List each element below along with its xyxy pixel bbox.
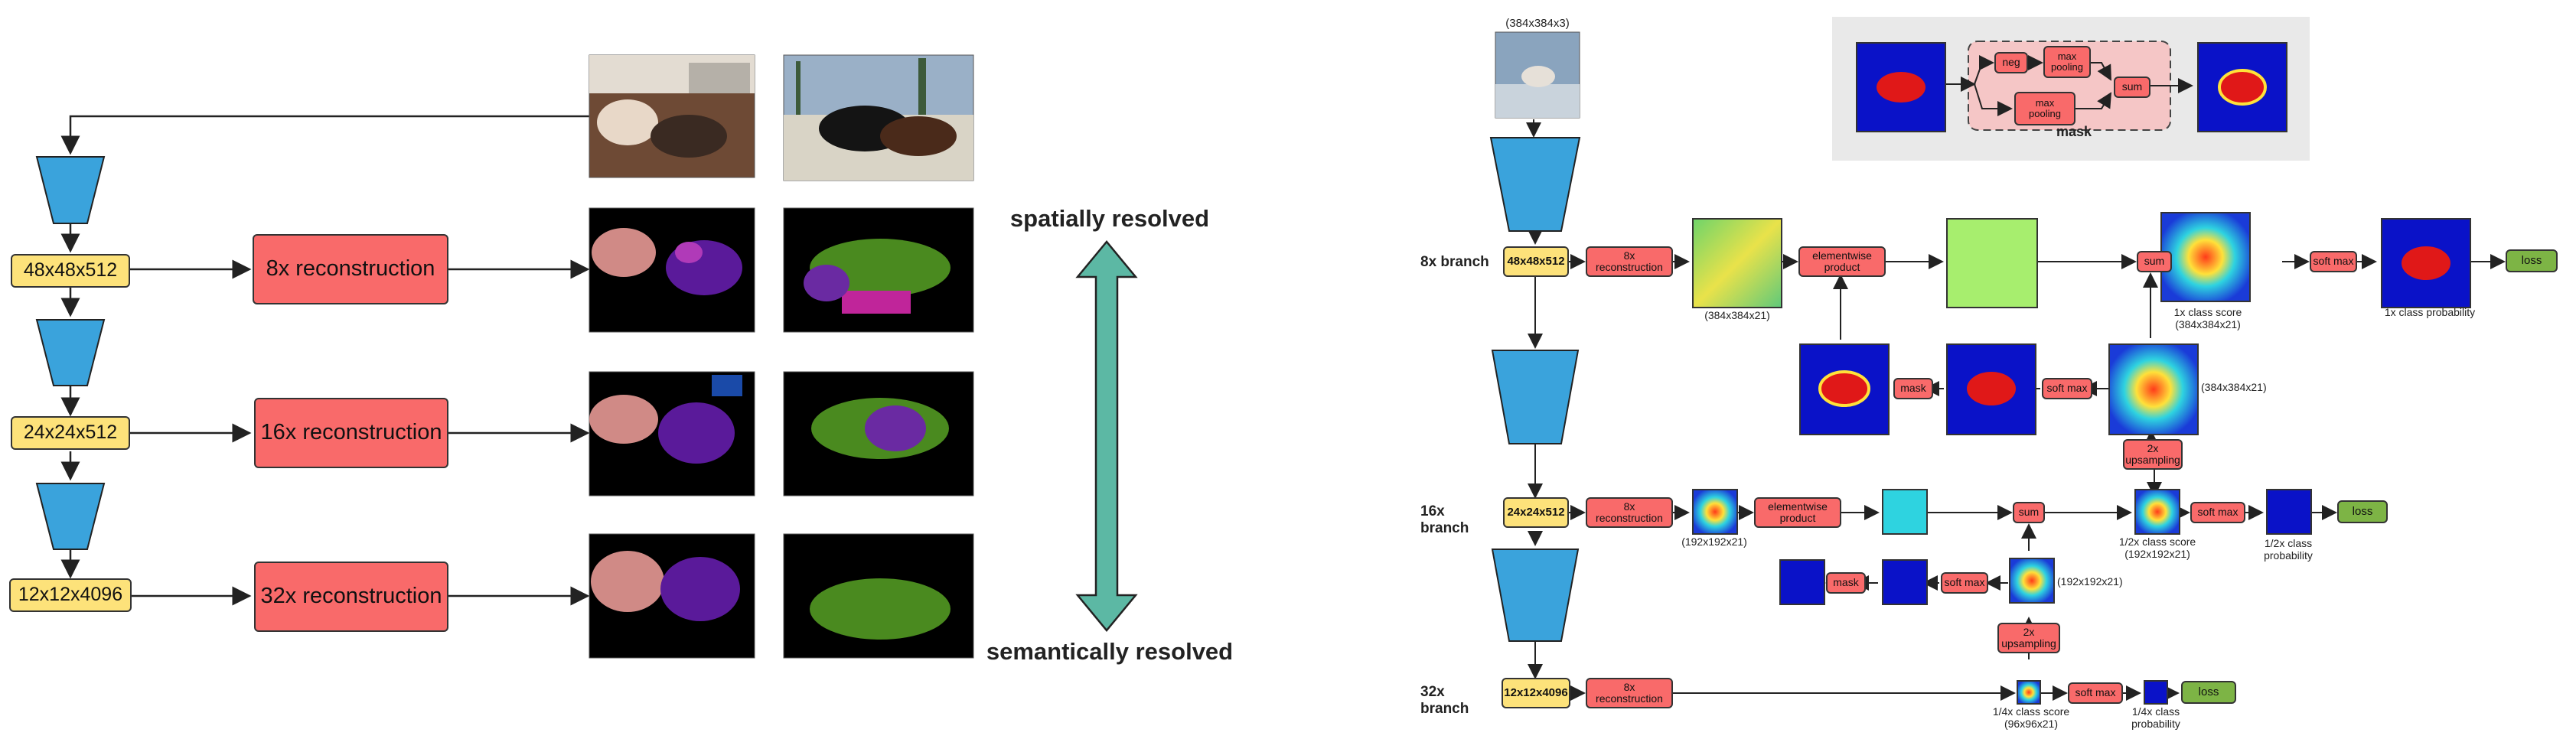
reconstruction-8x-branch-16x: 8x reconstruction (1586, 497, 1673, 528)
score-quarter-map (2017, 680, 2041, 705)
upsampling-8x: 2x upsampling (2123, 439, 2183, 470)
softmax-16x-output: soft max (2190, 502, 2245, 523)
score-half-map (2134, 489, 2180, 535)
masked-16x-map (1779, 559, 1825, 605)
right-input-photo (1495, 31, 1580, 119)
elementwise-product-16x: elementwise product (1754, 497, 1841, 528)
sum-mask: sum (2114, 77, 2150, 98)
reconstruction-32x: 32x reconstruction (254, 562, 448, 632)
right-encoder-3 (1491, 549, 1580, 642)
seg-32x-dogs (589, 533, 755, 659)
seg-8x-dogs (589, 207, 755, 333)
prob-quarter-label: 1/4x class probability (2131, 705, 2180, 730)
input-size-label: (384x384x3) (1505, 17, 1570, 30)
input-photo-cows (783, 54, 974, 181)
reconstruction-8x-branch-8x: 8x reconstruction (1586, 246, 1673, 277)
seg-8x-cows (783, 207, 974, 333)
branch-label-16x: 16x branch (1420, 503, 1469, 536)
spatially-resolved-label: spatially resolved (1009, 205, 1210, 232)
size-label-upsampled-8x: (384x384x21) (2201, 381, 2267, 393)
softmax-16x-mask: soft max (1941, 572, 1988, 594)
right-encoder-1 (1489, 137, 1581, 232)
mask-panel-label: mask (2056, 124, 2092, 139)
prob-1x-label: 1x class probability (2384, 306, 2476, 318)
upsampled-16x-map (2009, 558, 2055, 604)
softmax-16x-map (1882, 559, 1928, 605)
score-quarter-label: 1/4x class score (96x96x21) (1992, 705, 2070, 730)
size-label-8x-recon: (384x384x21) (1704, 309, 1770, 321)
score-1x-label: 1x class score (384x384x21) (2173, 306, 2242, 330)
neg-op: neg (1994, 52, 2028, 73)
input-feed-arrow (60, 115, 589, 155)
upsampled-8x-map (2108, 343, 2199, 435)
semantically-resolved-label: semantically resolved (986, 638, 1234, 665)
max-pooling-top: max pooling (2043, 46, 2091, 78)
loss-8x: loss (2506, 249, 2558, 272)
reconstruction-16x: 16x reconstruction (254, 398, 448, 468)
recon-8x-map (1692, 218, 1782, 308)
feature-box-48x48x512: 48x48x512 (11, 254, 130, 288)
encoder-block-3 (35, 483, 106, 550)
branch-label-32x: 32x branch (1420, 684, 1469, 717)
branch-label-8x: 8x branch (1420, 254, 1489, 270)
feature-box-24x24x512: 24x24x512 (11, 416, 130, 450)
prob-quarter-map (2144, 680, 2168, 705)
right-feature-12x12x4096: 12x12x4096 (1502, 678, 1570, 708)
left-panel (60, 115, 590, 606)
mask-op-16x: mask (1826, 572, 1866, 594)
right-score-maps (1692, 42, 2471, 705)
input-photo-dogs (589, 54, 755, 178)
max-pooling-bottom: max pooling (2014, 92, 2075, 125)
recon-16x-map (1692, 489, 1738, 535)
product-16x-map (1882, 489, 1928, 535)
score-half-label: 1/2x class score (192x192x21) (2118, 536, 2196, 560)
softmax-32x-output: soft max (2068, 682, 2123, 704)
feature-box-12x12x4096: 12x12x4096 (9, 578, 132, 612)
encoder-block-2 (35, 319, 106, 386)
elementwise-product-8x: elementwise product (1798, 246, 1886, 277)
reconstruction-8x: 8x reconstruction (253, 234, 448, 304)
softmax-8x-output: soft max (2310, 251, 2357, 272)
loss-32x: loss (2181, 681, 2236, 704)
size-label-16x-recon: (192x192x21) (1681, 536, 1747, 548)
resolution-arrow (1075, 240, 1138, 632)
right-encoder-2 (1491, 350, 1580, 444)
right-feature-48x48x512: 48x48x512 (1503, 246, 1569, 277)
prob-half-label: 1/2x class probability (2264, 537, 2313, 562)
mask-op-8x: mask (1893, 378, 1933, 399)
prob-half-map (2266, 489, 2312, 535)
seg-16x-dogs (589, 371, 755, 496)
size-label-upsampled-16x: (192x192x21) (2057, 575, 2123, 588)
seg-16x-cows (783, 371, 974, 496)
score-1x-map (2160, 212, 2251, 302)
loss-16x: loss (2337, 500, 2388, 523)
softmax-8x-mask: soft max (2042, 378, 2092, 399)
upsampling-16x: 2x upsampling (1997, 623, 2060, 653)
right-feature-24x24x512: 24x24x512 (1503, 497, 1569, 528)
reconstruction-8x-branch-32x: 8x reconstruction (1586, 678, 1673, 708)
product-8x-map (1946, 218, 2038, 308)
right-encoders (1489, 137, 1581, 642)
sum-8x: sum (2137, 251, 2172, 272)
seg-32x-cows (783, 533, 974, 659)
encoder-block-1 (35, 156, 106, 224)
sum-16x: sum (2013, 502, 2045, 523)
left-encoders (35, 156, 106, 550)
